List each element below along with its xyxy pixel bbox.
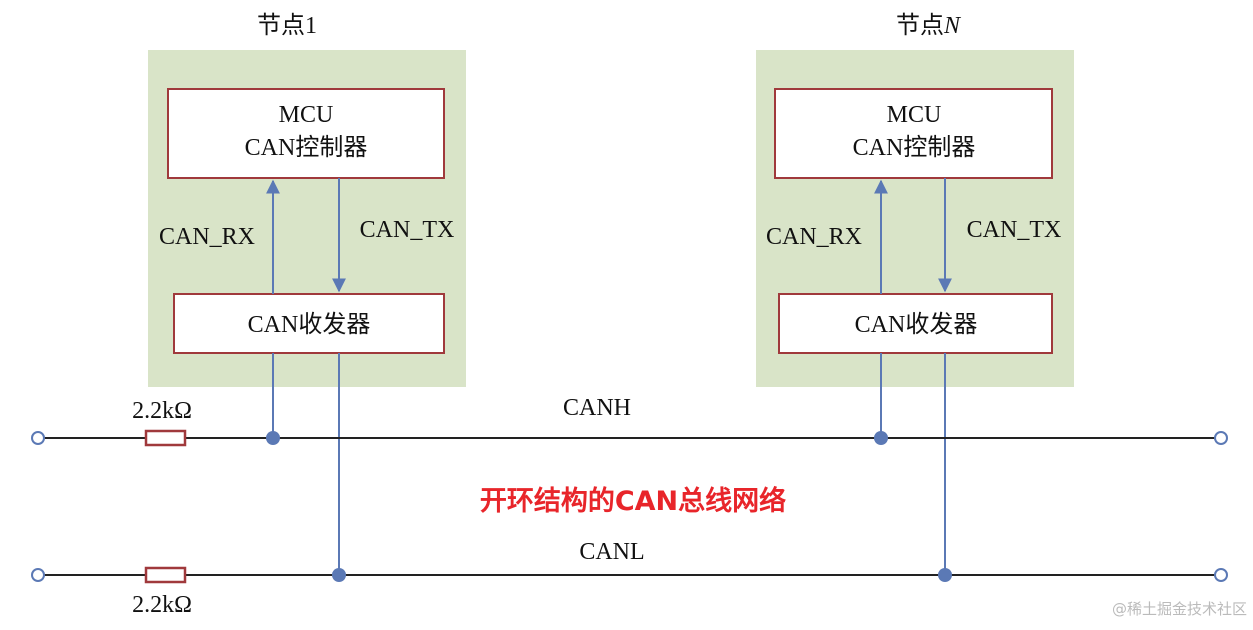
node-n: 节点N MCU CAN控制器 CAN收发器 CAN_RX CAN_TX	[756, 12, 1074, 575]
canl-resistor-label: 2.2kΩ	[132, 592, 192, 618]
node-n-transceiver-label: CAN收发器	[855, 311, 978, 338]
node-n-transceiver-box	[778, 293, 1053, 354]
canl-junction-node-n	[938, 568, 952, 582]
node-1-transceiver-label: CAN收发器	[248, 311, 371, 338]
node-n-rx-label: CAN_RX	[766, 224, 862, 250]
node-1-transceiver-box	[173, 293, 445, 354]
canh-terminal-right	[1214, 431, 1228, 445]
node-1-tx-label: CAN_TX	[360, 217, 455, 243]
node-1-mcu-line1: MCU	[279, 102, 334, 128]
canh-label: CANH	[563, 395, 631, 421]
node-1-rx-label: CAN_RX	[159, 224, 255, 250]
watermark: @稀土掘金技术社区	[1112, 600, 1247, 618]
node-n-tx-label: CAN_TX	[967, 217, 1062, 243]
canl-junction-node-1	[332, 568, 346, 582]
node-1-mcu-box	[167, 88, 445, 179]
canh-resistor	[144, 429, 187, 447]
canh-junction-node-1	[266, 431, 280, 445]
node-1: 节点1 MCU CAN控制器 CAN收发器 CAN_RX CAN_TX	[148, 12, 466, 575]
node-n-mcu-box	[774, 88, 1053, 179]
node-n-mcu-line2: CAN控制器	[853, 134, 976, 161]
canl-bus: 2.2kΩ CANL	[31, 539, 1228, 618]
canl-label: CANL	[579, 539, 644, 565]
canh-terminal-left	[31, 431, 45, 445]
canl-terminal-right	[1214, 568, 1228, 582]
canl-resistor	[144, 566, 187, 584]
node-n-mcu-line1: MCU	[887, 102, 942, 128]
canh-junction-node-n	[874, 431, 888, 445]
canh-resistor-label: 2.2kΩ	[132, 398, 192, 424]
canl-terminal-left	[31, 568, 45, 582]
canh-bus: 2.2kΩ CANH	[31, 395, 1228, 447]
diagram-caption: 开环结构的CAN总线网络	[480, 485, 786, 517]
node-n-title: 节点N	[896, 12, 962, 39]
node-1-mcu-line2: CAN控制器	[245, 134, 368, 161]
node-1-title: 节点1	[257, 12, 317, 39]
